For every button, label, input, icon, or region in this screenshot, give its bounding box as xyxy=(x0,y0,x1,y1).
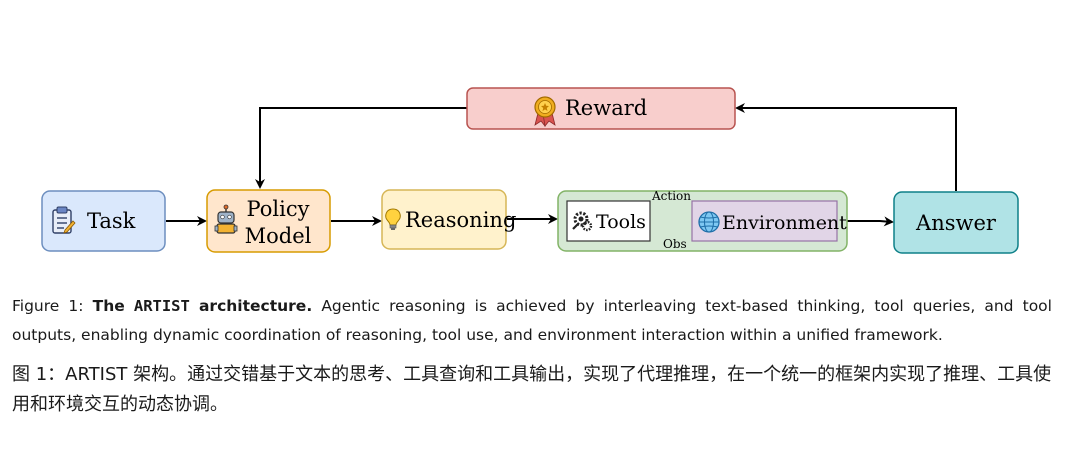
task-label: Task xyxy=(87,209,136,233)
gears-icon xyxy=(572,211,593,232)
policy-model-node: Policy Model xyxy=(206,189,331,253)
lightbulb-icon xyxy=(385,208,401,230)
edge-tools-to-answer xyxy=(847,216,894,227)
architecture-diagram: Reward Task Policy Model xyxy=(41,87,1019,254)
figure-caption-chinese: 图 1：ARTIST 架构。通过交错基于文本的思考、工具查询和工具输出，实现了代… xyxy=(12,364,1052,415)
reward-node: Reward xyxy=(466,87,736,130)
reward-label: Reward xyxy=(565,96,647,120)
environment-node: Environment xyxy=(691,200,847,242)
figure-number: Figure 1: xyxy=(12,297,84,315)
robot-icon xyxy=(214,204,238,234)
figure-title-code: ARTIST xyxy=(133,297,190,315)
tools-label: Tools xyxy=(596,211,646,233)
reasoning-box xyxy=(381,189,507,250)
tool-environment-group: Tools Environment Action Obs xyxy=(557,189,848,252)
policy-box xyxy=(206,189,331,253)
action-edge-label: Action xyxy=(651,189,691,203)
globe-icon xyxy=(698,211,720,233)
edge-answer-to-reward xyxy=(735,103,957,191)
medal-icon xyxy=(534,96,556,127)
figure-title-pre: The xyxy=(92,297,125,315)
obs-edge-label: Obs xyxy=(663,237,687,251)
policy-label-line1: Policy xyxy=(247,197,310,221)
task-box xyxy=(41,190,166,252)
reward-box xyxy=(466,87,736,130)
policy-label-line2: Model xyxy=(245,224,312,248)
figure-title-post: architecture. xyxy=(198,297,313,315)
figure-caption-english: Figure 1: The ARTIST architecture. Agent… xyxy=(12,292,1052,350)
figure-caption-body: Agentic reasoning is achieved by interle… xyxy=(12,297,1052,344)
task-node: Task xyxy=(41,190,166,252)
edge-reward-to-policy xyxy=(255,107,467,189)
reasoning-label: Reasoning xyxy=(405,208,516,232)
clipboard-icon xyxy=(52,206,76,234)
tools-node: Tools xyxy=(566,200,651,242)
environment-label: Environment xyxy=(722,212,847,234)
answer-box xyxy=(893,191,1019,254)
reasoning-node: Reasoning xyxy=(381,189,516,250)
answer-label: Answer xyxy=(915,211,997,235)
answer-node: Answer xyxy=(893,191,1019,254)
